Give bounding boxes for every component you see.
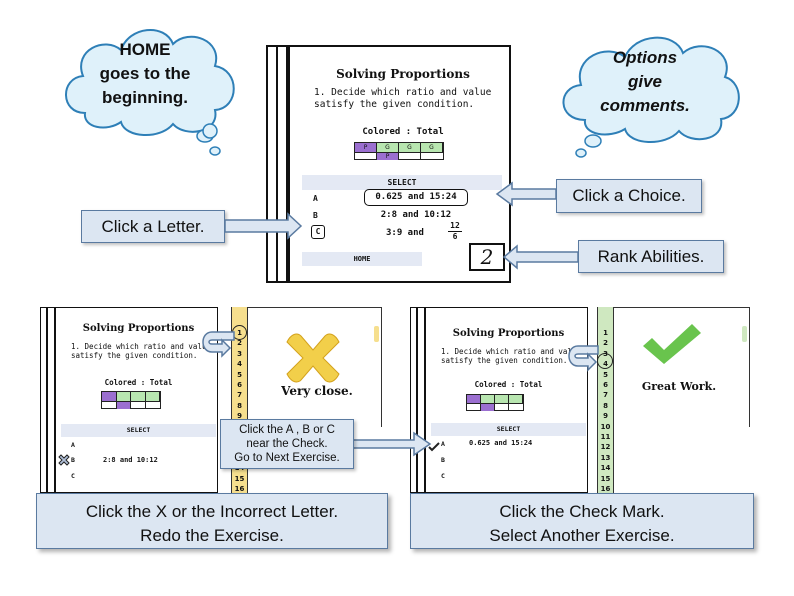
letter-a[interactable]: A: [313, 194, 318, 203]
exercise-number[interactable]: 10: [600, 422, 611, 431]
exercise-number[interactable]: 8: [603, 401, 608, 410]
arrows-layer-top: [202, 123, 579, 270]
exercise-number[interactable]: 14: [600, 464, 611, 473]
exercise-number[interactable]: 16: [234, 485, 245, 493]
exercise-number[interactable]: 7: [237, 391, 242, 400]
next-exercise-callout: Click the A , B or C near the Check. Go …: [220, 419, 354, 469]
letter-a[interactable]: A: [71, 441, 75, 449]
fraction-bar: [466, 394, 524, 411]
check-mark-icon[interactable]: [640, 322, 704, 366]
choice-c-text[interactable]: 3:9 and: [386, 228, 424, 238]
exercise-number[interactable]: 2: [237, 339, 242, 348]
exercise-number[interactable]: 9: [603, 412, 608, 421]
bar-cell: P: [355, 143, 377, 152]
exercise-number[interactable]: 8: [237, 401, 242, 410]
x-mark-icon[interactable]: [58, 453, 70, 466]
exercise-subtitle: Colored : Total: [362, 127, 444, 137]
exercise-number[interactable]: 1: [603, 329, 608, 337]
exercise-number[interactable]: 5: [603, 370, 608, 379]
exercise-number[interactable]: 5: [237, 370, 242, 379]
exercise-number[interactable]: 4: [603, 360, 608, 369]
select-header: SELECT: [302, 175, 502, 190]
arrows-layer-bottom: [202, 331, 599, 457]
exercise-title: Solving Proportions: [82, 323, 195, 334]
exercise-number[interactable]: 13: [600, 453, 611, 462]
select-header: SELECT: [431, 423, 586, 436]
options-cloud-text: Options give comments.: [600, 48, 690, 115]
exercise-title: Solving Proportions: [336, 67, 470, 81]
left-exercise-card: Solving Proportions 1. Decide which rati…: [40, 307, 218, 493]
check-mark-icon[interactable]: [428, 439, 440, 452]
exercise-subtitle: Colored : Total: [474, 380, 543, 389]
letter-b[interactable]: B: [71, 456, 75, 464]
exercise-number[interactable]: 6: [237, 381, 242, 389]
choice-a-text[interactable]: 0.625 and 15:24: [469, 439, 533, 447]
choice-b-text[interactable]: 2:8 and 10:12: [103, 456, 158, 464]
exercise-number[interactable]: 1: [237, 329, 242, 337]
bar-cell: G: [399, 143, 421, 152]
options-thought-cloud: [562, 36, 740, 158]
x-mark-icon[interactable]: [283, 328, 343, 388]
exercise-title: Solving Proportions: [452, 328, 565, 339]
spiral-binding: [276, 47, 290, 281]
exercise-number[interactable]: 11: [600, 433, 611, 441]
choice-c-fraction[interactable]: 12 6: [448, 221, 462, 242]
rank-abilities-callout: Rank Abilities.: [578, 240, 724, 273]
bar-cell: [355, 152, 377, 160]
letter-a[interactable]: A: [441, 440, 445, 448]
select-header: SELECT: [61, 424, 216, 437]
home-button[interactable]: HOME: [302, 252, 422, 266]
letter-b[interactable]: B: [441, 456, 445, 464]
current-exercise-circle[interactable]: [597, 353, 613, 369]
fraction-bar: P G G G P: [354, 142, 444, 160]
letter-c[interactable]: C: [71, 472, 75, 480]
feedback-text: Very close.: [281, 384, 353, 398]
exercise-question: 1. Decide which ratio and value satisfy …: [441, 347, 581, 366]
exercise-number[interactable]: 3: [237, 349, 242, 358]
exercise-number[interactable]: 15: [600, 474, 611, 483]
bar-cell: [421, 152, 443, 160]
letter-b[interactable]: B: [313, 211, 318, 220]
exercise-subtitle: Colored : Total: [104, 378, 173, 387]
right-exercise-card: Solving Proportions 1. Decide which rati…: [410, 307, 588, 493]
letter-c[interactable]: C: [441, 472, 445, 480]
choice-b-text[interactable]: 2:8 and 10:12: [380, 210, 452, 220]
exercise-number[interactable]: 7: [603, 391, 608, 400]
fraction-bar: [101, 391, 161, 409]
incorrect-instruction-box: Click the X or the Incorrect Letter. Red…: [36, 493, 388, 549]
bar-cell: G: [377, 143, 399, 152]
exercise-number[interactable]: 9: [237, 412, 242, 421]
click-letter-callout: Click a Letter.: [81, 210, 225, 243]
exercise-number[interactable]: 6: [603, 381, 608, 389]
home-cloud-text: HOME goes to the beginning.: [99, 40, 191, 107]
exercise-number[interactable]: 12: [600, 443, 611, 452]
letter-c-box[interactable]: C: [311, 225, 325, 239]
bar-cell: G: [421, 143, 443, 152]
exercise-number[interactable]: 15: [234, 474, 245, 483]
exercise-question: 1. Decide which ratio and value satisfy …: [71, 342, 211, 361]
bar-cell: [399, 152, 421, 160]
choice-a-button[interactable]: 0.625 and 15:24: [364, 189, 468, 206]
exercise-number[interactable]: 3: [603, 349, 608, 358]
correct-instruction-box: Click the Check Mark. Select Another Exe…: [410, 493, 754, 549]
exercise-number[interactable]: 4: [237, 360, 242, 369]
exercise-number[interactable]: 16: [600, 485, 611, 493]
exercise-question: 1. Decide which ratio and value satisfy …: [314, 87, 492, 110]
right-feedback-panel: [614, 307, 750, 427]
feedback-text: Great Work.: [641, 380, 717, 393]
bar-cell: P: [377, 152, 399, 160]
click-choice-callout: Click a Choice.: [556, 179, 702, 213]
top-exercise-card: Solving Proportions 1. Decide which rati…: [266, 45, 511, 283]
exercise-number[interactable]: 2: [603, 339, 608, 348]
